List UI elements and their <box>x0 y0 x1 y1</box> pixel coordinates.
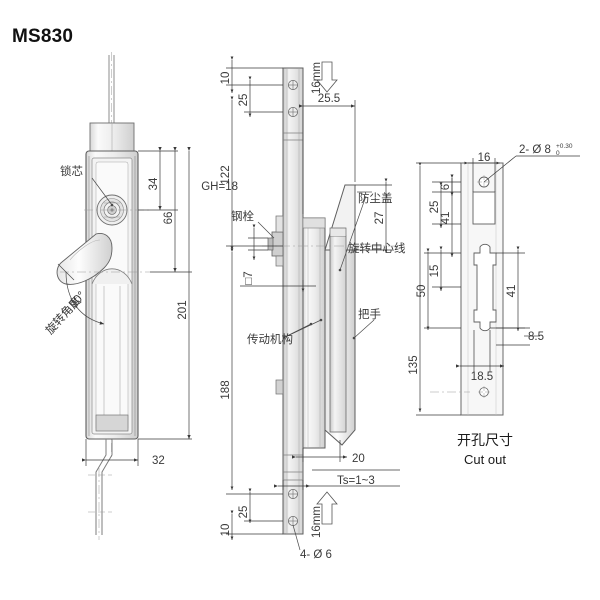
label-steel-bolt: 钢栓 <box>231 209 254 223</box>
dim-10-bottom: 10 <box>220 524 232 537</box>
dim-41-left: 41 <box>440 212 452 225</box>
label-dust-cover: 防尘盖 <box>358 191 393 205</box>
dim-201: 201 <box>177 300 189 319</box>
page-title: MS830 <box>12 26 74 47</box>
dim-square-7: □7 <box>243 271 255 284</box>
arrow-16mm-bottom: 16mm <box>311 491 338 538</box>
label-handle: 把手 <box>358 307 381 321</box>
dim-27: 27 <box>374 212 386 225</box>
label-holes: 4- Ø 6 <box>300 549 332 561</box>
label-ts: Ts=1~3 <box>337 475 375 487</box>
side-view-geometry <box>262 67 396 535</box>
dim-6: 6 <box>440 184 452 190</box>
label-rotation-angle: 旋转角度 <box>42 293 84 337</box>
dim-188: 188 <box>220 380 232 399</box>
dim-20: 20 <box>352 453 365 465</box>
side-view-dimensions <box>226 56 400 540</box>
label-hole-spec: 2- Ø 8 <box>519 144 551 156</box>
dim-135: 135 <box>408 355 420 374</box>
dim-10-top: 10 <box>220 72 232 85</box>
dim-8-5: 8.5 <box>528 331 544 343</box>
label-rotation-center-line: 旋转中心线 <box>348 241 406 255</box>
side-view-dimension-text: 10 25 122 188 25 10 25.5 27 □7 GH=18 20 … <box>201 72 386 537</box>
label-hole-tol-lower: 0 <box>556 150 560 157</box>
cutout-view-dimension-text: 16 6 25 15 41 50 135 41 8.5 18.5 2- Ø 8 … <box>408 143 573 383</box>
dim-122: 122 <box>220 165 232 184</box>
dim-50: 50 <box>416 285 428 298</box>
dim-32: 32 <box>152 455 165 467</box>
label-gh: GH=18 <box>201 181 238 193</box>
cutout-view-geometry <box>430 162 504 416</box>
cutout-caption: 开孔尺寸 Cut out <box>457 432 513 467</box>
cutout-caption-zh: 开孔尺寸 <box>457 432 513 448</box>
dim-16: 16 <box>478 152 491 164</box>
cutout-view-dimensions <box>416 155 580 416</box>
dim-15: 15 <box>429 265 441 278</box>
dim-18-5: 18.5 <box>471 371 493 383</box>
lock-cylinder-callout: 锁芯 <box>60 164 114 207</box>
label-16mm-bottom: 16mm <box>311 506 323 538</box>
dim-41-right: 41 <box>506 285 518 298</box>
label-lock-cylinder: 锁芯 <box>60 164 83 178</box>
dim-66: 66 <box>163 212 175 225</box>
dim-25-5: 25.5 <box>318 93 340 105</box>
label-16mm-top: 16mm <box>311 62 323 94</box>
front-view-dimension-text: 34 66 201 32 <box>148 177 189 467</box>
dim-34: 34 <box>148 177 160 190</box>
label-transmission-mechanism: 传动机构 <box>247 332 293 346</box>
front-view-geometry <box>56 52 150 540</box>
side-view-callouts: 16mm 16mm 防尘盖 钢栓 旋转中心线 传动机构 <box>231 61 406 561</box>
dim-25: 25 <box>429 201 441 214</box>
arrow-16mm-top: 16mm <box>311 61 338 94</box>
dim-25-top: 25 <box>238 94 250 107</box>
front-view-dimensions <box>81 146 192 466</box>
cutout-caption-en: Cut out <box>464 452 506 467</box>
label-hole-tol-upper: +0.30 <box>556 143 573 150</box>
dim-25-bottom: 25 <box>238 506 250 519</box>
